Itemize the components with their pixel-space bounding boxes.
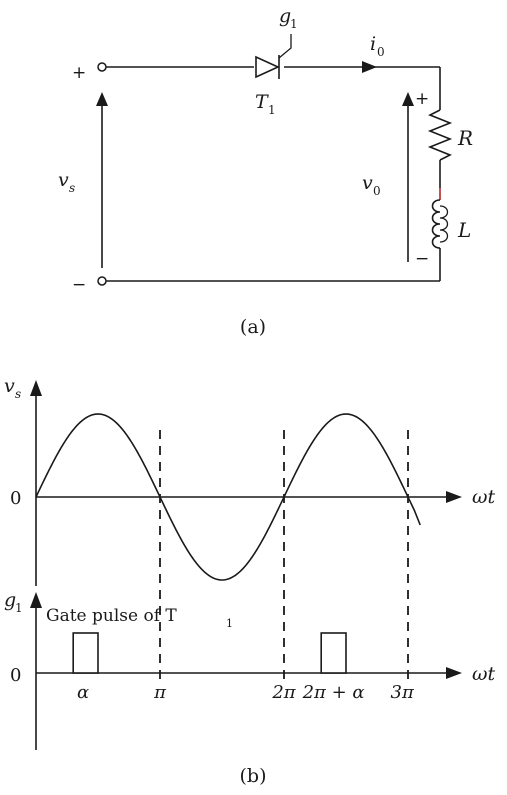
gate-pulses xyxy=(72,632,347,674)
source-plus-sign: + xyxy=(72,63,86,83)
gate-label-sub: 1 xyxy=(290,17,298,31)
source-arrow-icon xyxy=(96,92,108,106)
tick-label-3pi: 3π xyxy=(391,682,415,703)
tick-label-2pi: 2π xyxy=(271,682,296,703)
output-plus-sign: + xyxy=(415,89,429,109)
vs-x-axis-arrow-icon xyxy=(446,491,462,503)
current-label: i xyxy=(370,33,376,55)
g1-x-axis-arrow-icon xyxy=(446,667,462,679)
source-label: v xyxy=(58,169,69,191)
gate-pulse-1 xyxy=(72,632,99,674)
dashed-markers xyxy=(159,430,409,685)
top-terminal xyxy=(97,62,107,72)
vs-y-axis-arrow-icon xyxy=(30,380,42,396)
g1-x-axis-label: ωt xyxy=(472,663,495,685)
g1-zero-label: 0 xyxy=(10,665,21,686)
waveform-plot: v s 0 ωt g 1 0 ωt Gate pulse of T 1 α π … xyxy=(4,375,495,750)
vs-axis-label: v xyxy=(4,375,15,397)
current-arrow-icon xyxy=(362,61,377,73)
tick-label-2pi-plus-alpha: 2π + α xyxy=(302,682,365,703)
output-minus-sign: − xyxy=(415,249,429,269)
resistor-label: R xyxy=(457,126,473,150)
thyristor-label: T xyxy=(255,91,269,113)
caption-b: (b) xyxy=(240,765,267,787)
gate-pulse-text-sub: 1 xyxy=(226,617,233,630)
tick-label-alpha: α xyxy=(77,682,89,703)
g1-y-axis-arrow-icon xyxy=(30,592,42,608)
vs-axis-label-sub: s xyxy=(15,387,21,401)
circuit-schematic: g 1 T 1 i 0 R L v s v 0 + − + − xyxy=(58,5,473,295)
g1-axis-label-sub: 1 xyxy=(15,601,23,615)
g1-axis-label: g xyxy=(4,589,16,611)
source-minus-sign: − xyxy=(72,275,86,295)
gate-pulse-2 xyxy=(320,632,347,674)
thyristor-symbol xyxy=(255,34,292,79)
vs-zero-label: 0 xyxy=(10,488,21,509)
caption-a: (a) xyxy=(240,316,266,338)
vs-sine-curve xyxy=(35,413,421,581)
thyristor-label-sub: 1 xyxy=(268,103,276,117)
bottom-terminal xyxy=(97,276,107,286)
vs-x-axis-label: ωt xyxy=(472,486,495,508)
gate-label: g xyxy=(279,5,291,27)
resistor-symbol xyxy=(427,109,453,161)
output-label: v xyxy=(362,172,373,194)
tick-label-pi: π xyxy=(153,682,167,703)
current-label-sub: 0 xyxy=(377,45,385,59)
inductor-symbol xyxy=(431,188,449,249)
output-arrow-icon xyxy=(402,92,414,106)
output-label-sub: 0 xyxy=(373,184,381,198)
inductor-label: L xyxy=(457,218,471,242)
gate-pulse-text: Gate pulse of T xyxy=(46,606,177,626)
source-label-sub: s xyxy=(69,181,75,195)
